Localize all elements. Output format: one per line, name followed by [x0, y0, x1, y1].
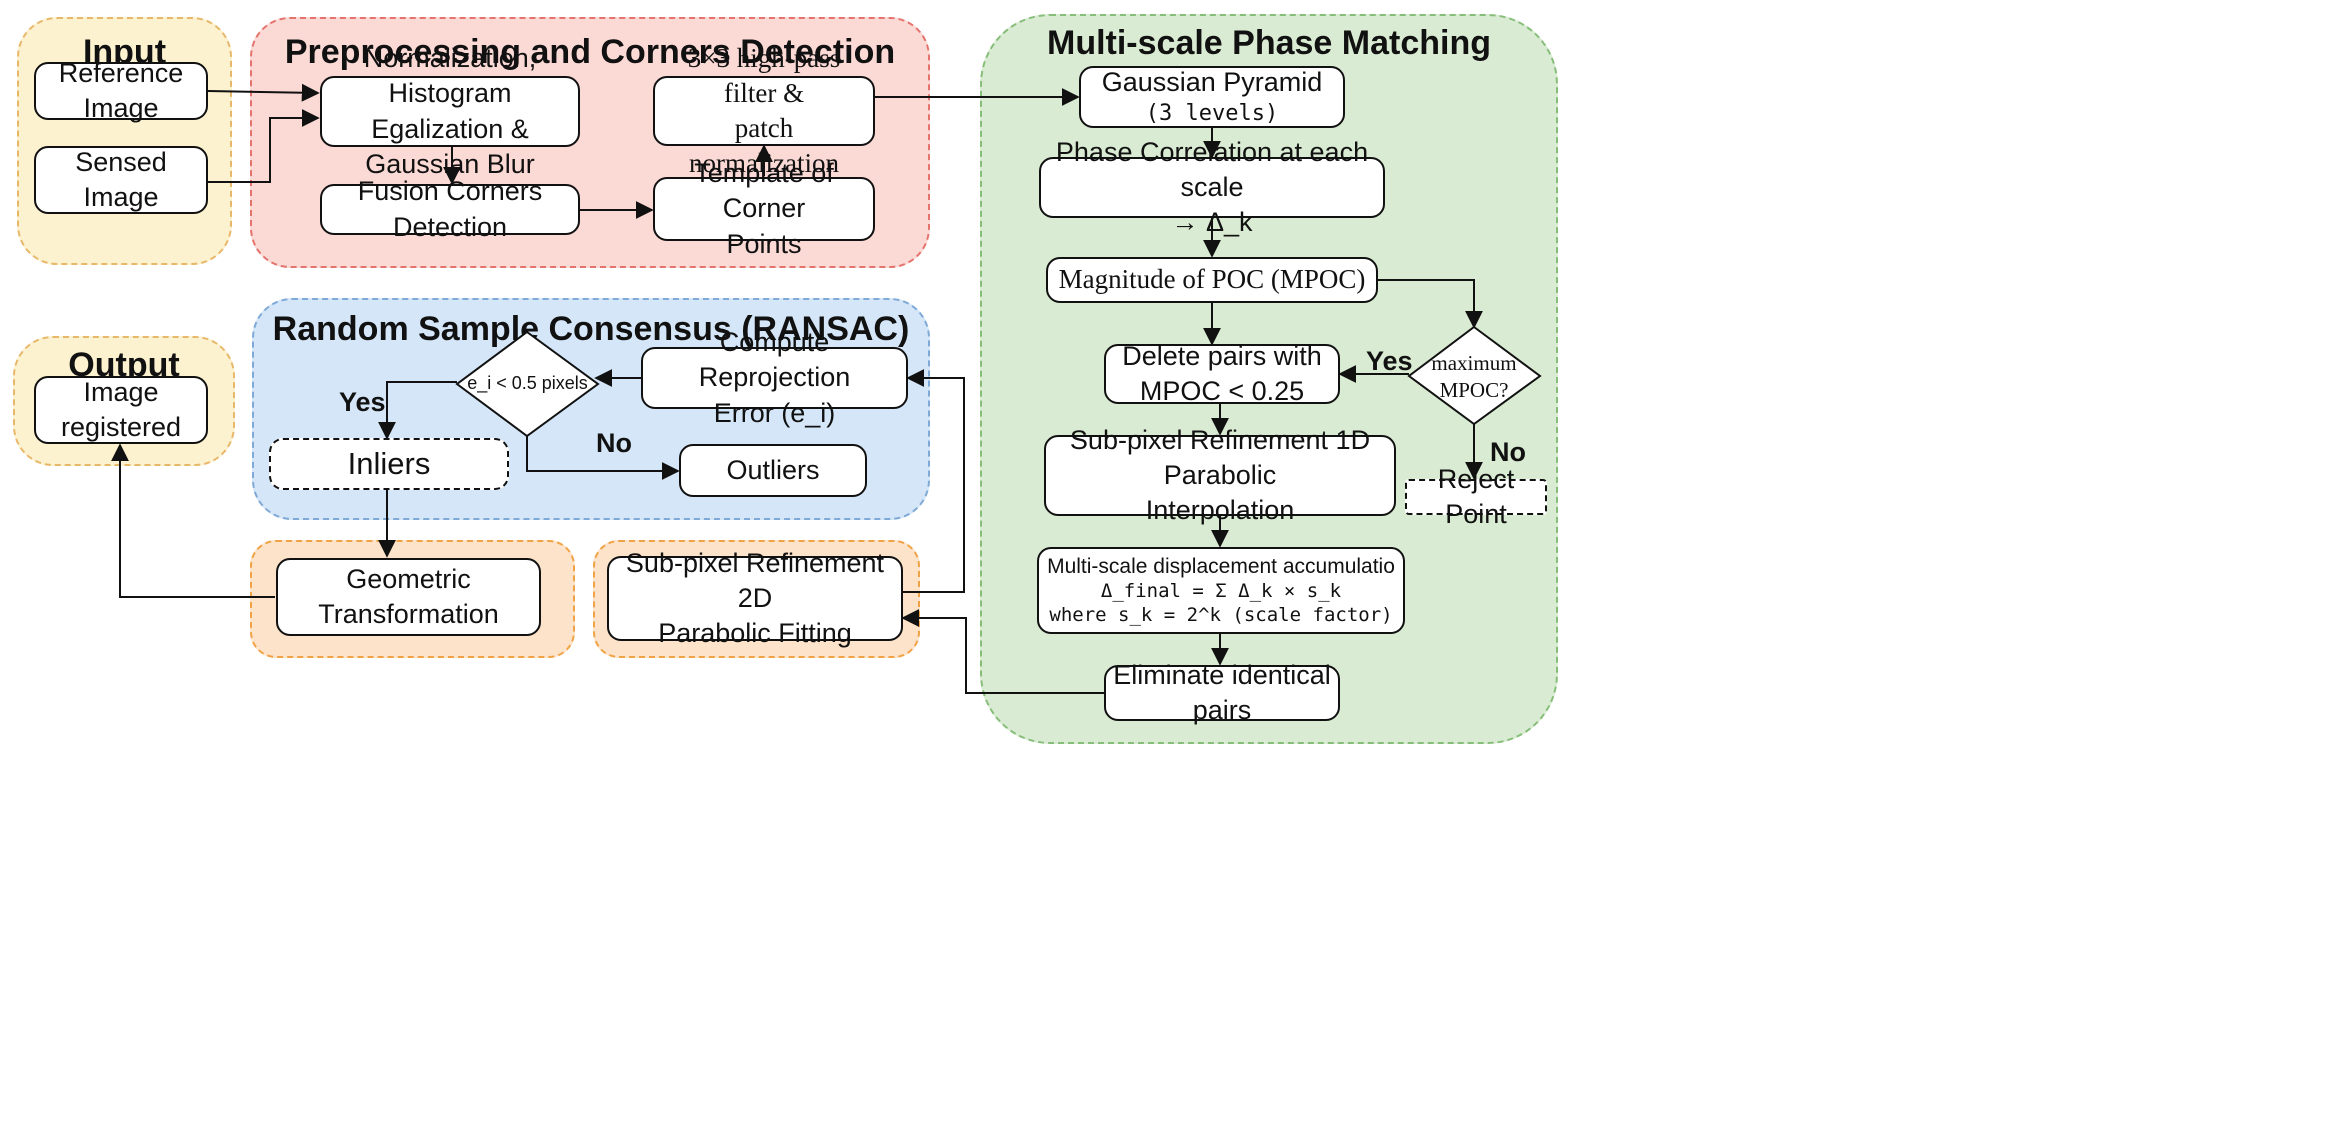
ransac-group-title: Random Sample Consensus (RANSAC) [272, 310, 910, 348]
template-corners-label: Template of Corner Points [694, 158, 834, 259]
accumulation-formula: Δ_final = Σ Δ_k × s_k where s_k = 2^k (s… [1049, 579, 1393, 626]
gaussian-pyramid-node: Gaussian Pyramid (3 levels) [1079, 66, 1345, 128]
reject-point-label: Reject Point [1437, 463, 1515, 529]
yes-label-ransac: Yes [339, 387, 386, 417]
highpass-filter-label: 3×3 high-pass filter & patch normalizati… [687, 42, 841, 179]
error-decision-diamond [455, 330, 600, 438]
mpoc-label: Magnitude of POC (MPOC) [1058, 264, 1366, 295]
inliers-label: Inliers [347, 445, 431, 481]
inliers-node: Inliers [269, 438, 509, 490]
phase-correlation-node: Phase Correlation at each scale → Δ_k [1039, 137, 1385, 237]
image-registered-label: Image registered [60, 376, 182, 442]
geometric-transformation-node: Geometric Transformation [276, 558, 541, 636]
image-registered-node: Image registered [34, 376, 208, 444]
no-label-mpoc: No [1490, 437, 1526, 467]
max-mpoc-text: maximum MPOC? [1431, 351, 1517, 403]
displacement-accumulation-node: Multi-scale displacement accumulatio Δ_f… [1037, 547, 1405, 634]
subpixel-1d-label: Sub-pixel Refinement 1D Parabolic Interp… [1069, 424, 1371, 526]
no-label-ransac: No [596, 428, 632, 458]
template-corners-node: Template of Corner Points [653, 158, 875, 259]
multiscale-group-title: Multi-scale Phase Matching [1047, 24, 1491, 62]
sensed-image-label: Sensed Image [75, 146, 167, 212]
preprocessing-group-title: Preprocessing and Corners Detection [284, 33, 896, 71]
arrow-geometric-to-output [111, 443, 275, 598]
delete-pairs-label: Delete pairs with MPOC < 0.25 [1122, 340, 1322, 406]
max-mpoc-decision-diamond [1407, 325, 1542, 426]
arrow-decision-yes-to-inliers [378, 381, 457, 440]
gaussian-pyramid-title: Gaussian Pyramid [1101, 67, 1323, 98]
compute-reprojection-node: Compute Reprojection Error (e_i) [641, 327, 908, 428]
accumulation-title: Multi-scale displacement accumulatio [1047, 554, 1395, 578]
arrow-mpoc-to-decision [1378, 279, 1483, 329]
sensed-image-node: Sensed Image [34, 146, 208, 214]
highpass-filter-node: 3×3 high-pass filter & patch normalizati… [653, 43, 875, 178]
arrow-decision-no-to-outliers [526, 436, 680, 480]
reference-image-node: Reference Image [34, 58, 208, 123]
mpoc-node: Magnitude of POC (MPOC) [1046, 257, 1378, 303]
normalization-label: Normalization, Histogram Egalization & G… [363, 43, 537, 179]
eliminate-identical-node: Eliminate identical pairs [1104, 660, 1340, 725]
outliers-node: Outliers [679, 444, 867, 497]
fusion-corners-label: Fusion Corners Detection [357, 176, 543, 242]
subpixel-2d-label: Sub-pixel Refinement 2D Parabolic Fittin… [625, 547, 885, 649]
subpixel-1d-node: Sub-pixel Refinement 1D Parabolic Interp… [1044, 425, 1396, 525]
reference-image-label: Reference Image [58, 57, 184, 123]
fusion-corners-node: Fusion Corners Detection [320, 176, 580, 242]
reject-point-node: Reject Point [1405, 464, 1547, 529]
outliers-label: Outliers [726, 454, 820, 485]
arrow-reference-to-normalization [207, 83, 320, 102]
arrow-eliminate-to-subpixel2d [901, 609, 1104, 694]
arrow-subpixel2d-to-reprojection [903, 369, 965, 593]
eliminate-identical-label: Eliminate identical pairs [1113, 659, 1331, 725]
subpixel-2d-node: Sub-pixel Refinement 2D Parabolic Fittin… [607, 548, 903, 648]
delete-pairs-node: Delete pairs with MPOC < 0.25 [1104, 341, 1340, 406]
normalization-node: Normalization, Histogram Egalization & G… [320, 43, 580, 179]
geometric-transformation-label: Geometric Transformation [318, 563, 499, 629]
gaussian-pyramid-levels: (3 levels) [1145, 101, 1279, 127]
error-decision-text: e_i < 0.5 pixels [467, 373, 588, 393]
yes-label-mpoc: Yes [1366, 346, 1413, 376]
phase-correlation-label: Phase Correlation at each scale → Δ_k [1055, 136, 1369, 238]
arrow-sensed-to-normalization [208, 109, 320, 183]
compute-reprojection-label: Compute Reprojection Error (e_i) [698, 327, 851, 428]
